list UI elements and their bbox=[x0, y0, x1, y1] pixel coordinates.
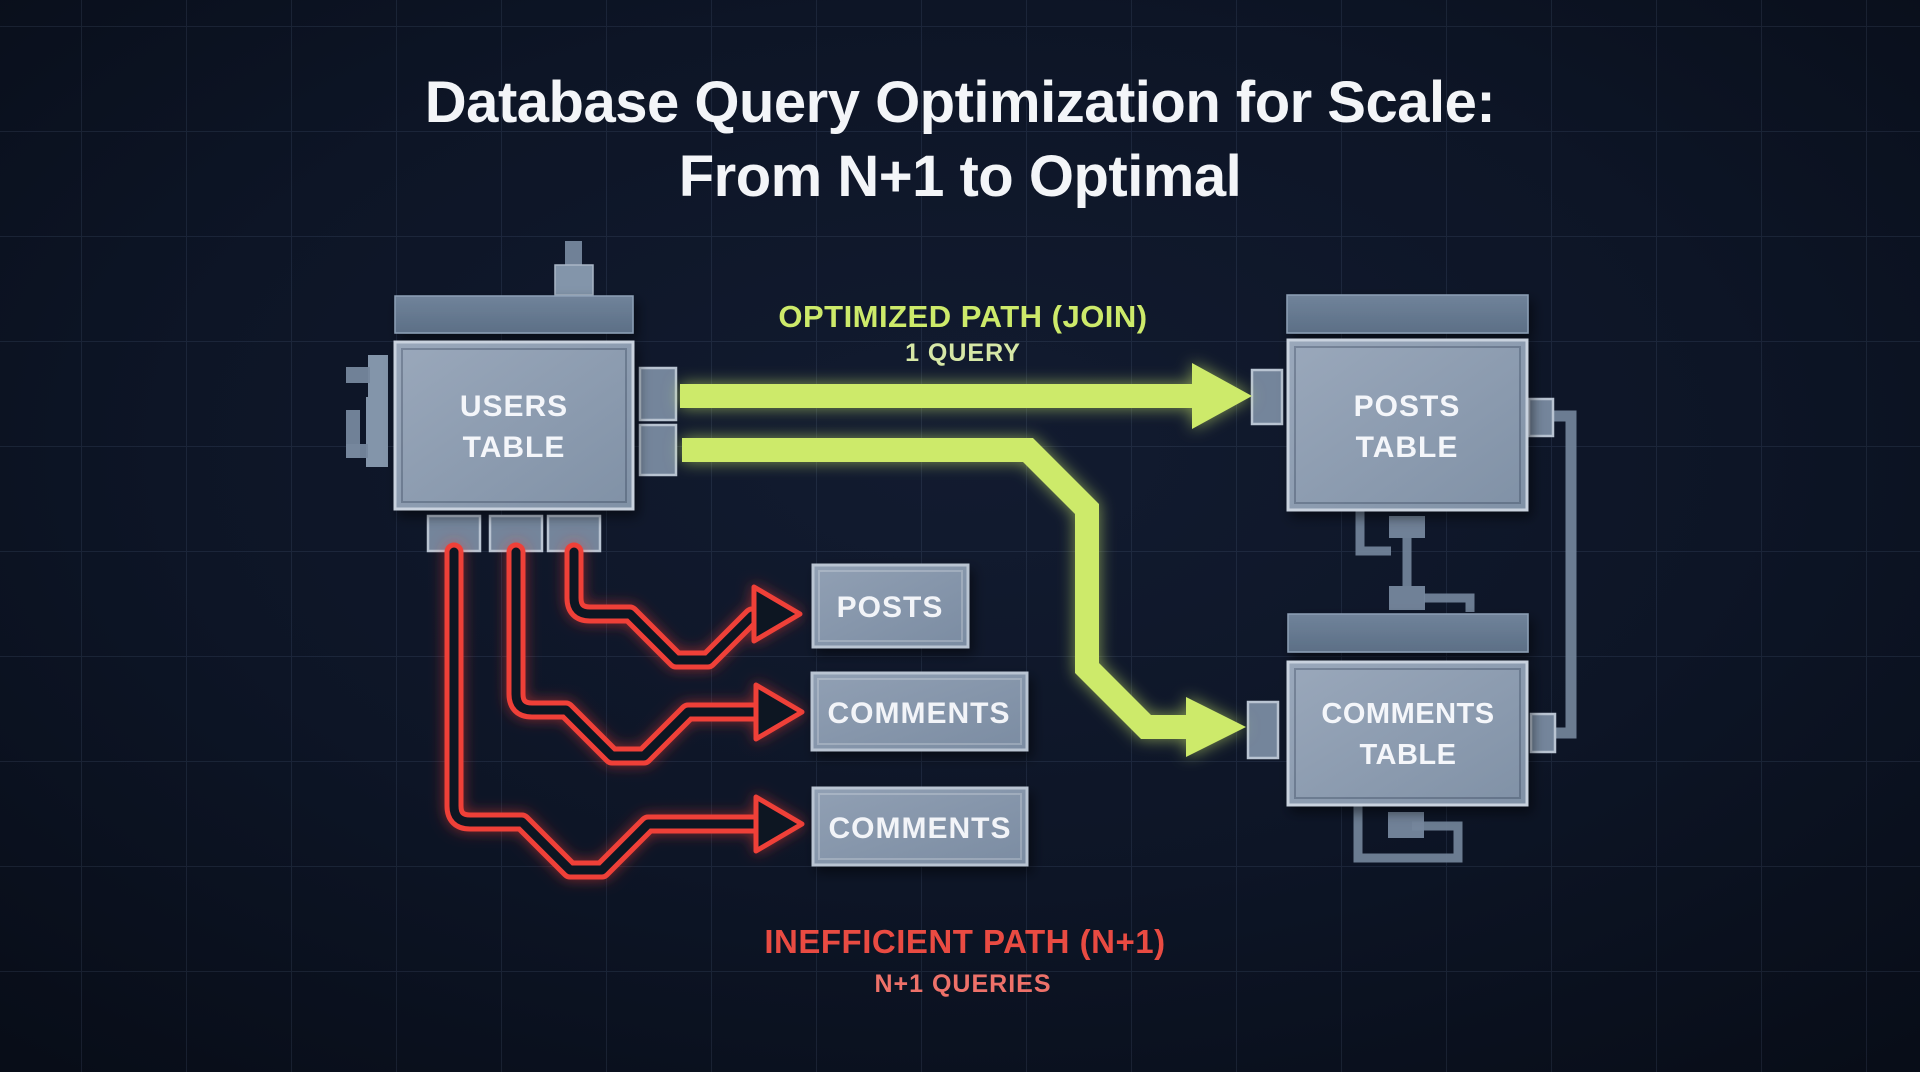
page-title-line2: From N+1 to Optimal bbox=[679, 144, 1242, 209]
posts-table: POSTS TABLE bbox=[1286, 294, 1529, 512]
posts-table-label-line2: TABLE bbox=[1356, 431, 1459, 464]
users-table-header bbox=[394, 295, 634, 334]
comments-right-port bbox=[1529, 712, 1557, 754]
users-table-label-line2: TABLE bbox=[463, 431, 566, 464]
posts-bottom-pad-a bbox=[1389, 516, 1425, 538]
inefficient-path-arrows bbox=[444, 542, 805, 880]
optimized-path-label: OPTIMIZED PATH (JOIN) bbox=[778, 299, 1147, 334]
users-table-label-line1: USERS bbox=[460, 390, 568, 423]
comments-table: COMMENTS TABLE bbox=[1286, 613, 1529, 807]
optimized-arrow-comments-head bbox=[1186, 697, 1246, 757]
circuit-traces bbox=[346, 241, 1577, 863]
query-box-comments-1-inner bbox=[817, 678, 1022, 745]
optimized-path-arrows bbox=[680, 363, 1252, 757]
query-box-comments-1-label: COMMENTS bbox=[828, 697, 1011, 730]
red-arrow-2-core bbox=[511, 547, 763, 761]
posts-table-box bbox=[1286, 338, 1529, 512]
users-left-pad-a bbox=[368, 355, 388, 400]
red-arrow-3-core bbox=[449, 547, 763, 875]
posts-table-inner-border bbox=[1294, 346, 1521, 504]
posts-table-header bbox=[1286, 294, 1529, 334]
inefficient-path-label: INEFFICIENT PATH (N+1) bbox=[764, 923, 1165, 960]
users-left-pad-b bbox=[366, 397, 388, 467]
posts-bottom-trace-3 bbox=[1424, 593, 1475, 612]
comments-bottom-pad bbox=[1388, 812, 1424, 838]
query-box-posts-inner bbox=[818, 570, 963, 642]
query-box-comments-1 bbox=[810, 671, 1029, 752]
users-table-inner-border bbox=[401, 348, 627, 503]
query-box-comments-2-inner bbox=[818, 793, 1022, 860]
red-arrow-1-head bbox=[751, 584, 803, 644]
optimized-arrow-comments-shaft bbox=[682, 438, 1190, 739]
users-right-port-2 bbox=[638, 423, 678, 477]
users-left-arm-a bbox=[346, 367, 370, 383]
optimized-arrow-posts-shaft bbox=[680, 384, 1194, 408]
posts-right-port bbox=[1527, 397, 1555, 438]
comments-left-port bbox=[1246, 700, 1280, 760]
comments-table-header bbox=[1287, 613, 1529, 653]
query-box-comments-2-label: COMMENTS bbox=[829, 812, 1012, 845]
red-arrow-1-core bbox=[569, 547, 762, 665]
posts-left-port bbox=[1250, 368, 1284, 426]
red-arrow-3-head bbox=[753, 794, 805, 854]
posts-table-label-line1: POSTS bbox=[1354, 390, 1461, 423]
query-box-posts-label: POSTS bbox=[837, 591, 944, 624]
query-box-comments-2 bbox=[811, 786, 1029, 867]
users-left-arm-b2 bbox=[346, 444, 368, 458]
page-title-line1: Database Query Optimization for Scale: bbox=[425, 70, 1495, 135]
users-top-stem bbox=[565, 241, 582, 271]
posts-bottom-pad-b bbox=[1389, 586, 1425, 610]
ports bbox=[426, 366, 1557, 760]
red-arrow-2-head bbox=[753, 682, 805, 742]
query-result-boxes: POSTS COMMENTS COMMENTS bbox=[810, 563, 1029, 867]
comments-table-label-line2: TABLE bbox=[1359, 739, 1456, 771]
query-box-posts bbox=[811, 563, 970, 649]
users-top-pad bbox=[554, 264, 594, 296]
posts-bottom-trace-1 bbox=[1355, 510, 1391, 556]
inefficient-path-query-count: N+1 QUERIES bbox=[874, 970, 1051, 998]
users-right-port-1 bbox=[638, 366, 678, 422]
comments-table-label-line1: COMMENTS bbox=[1321, 698, 1494, 730]
comments-table-inner-border bbox=[1294, 668, 1521, 799]
users-table-box bbox=[393, 340, 635, 511]
optimized-arrow-posts-head bbox=[1192, 363, 1252, 429]
comments-table-box bbox=[1286, 660, 1529, 807]
posts-comments-right-link bbox=[1553, 410, 1577, 739]
optimized-path-query-count: 1 QUERY bbox=[905, 339, 1021, 367]
users-table: USERS TABLE bbox=[393, 295, 635, 511]
comments-bottom-loop bbox=[1353, 806, 1463, 863]
